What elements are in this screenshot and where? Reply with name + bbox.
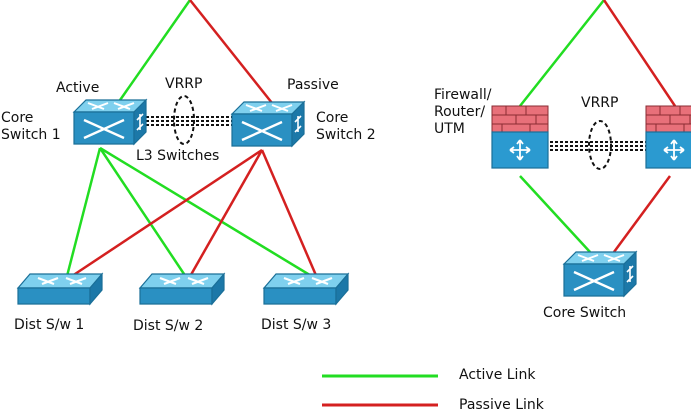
core-switch-2-label: Core Switch 2: [316, 110, 376, 143]
link-active-c1-d3: [99, 146, 319, 282]
link-passive-c2-d2: [186, 149, 264, 281]
switch-icon: [72, 98, 148, 146]
switch-icon: [16, 272, 104, 306]
switch-icon: [230, 100, 306, 148]
dist-switch-1-label: Dist S/w 1: [14, 317, 85, 333]
core-switch-label: Core Switch: [543, 305, 627, 321]
link-passive-c2-d3: [260, 149, 320, 281]
dist-switch-3-label: Dist S/w 3: [261, 317, 332, 333]
vrrp-label-right: VRRP: [581, 95, 619, 111]
passive-label: Passive: [287, 77, 339, 93]
firewall-router-icon: [645, 105, 691, 169]
vrrp-ellipse-left: [173, 95, 195, 145]
link-passive-fw-core: [612, 175, 672, 253]
link-passive-c2-d1: [65, 148, 263, 282]
dist-switch-2-label: Dist S/w 2: [133, 318, 204, 334]
link-active-c1-d1: [64, 147, 102, 281]
firewall-router-utm-label: Firewall/ Router/ UTM: [434, 87, 492, 137]
link-active-c1-d2: [98, 147, 190, 281]
active-label: Active: [56, 80, 100, 96]
switch-icon: [562, 250, 638, 298]
link-passive-top-right: [602, 0, 677, 107]
firewall-router-icon: [491, 105, 549, 169]
legend-passive-label: Passive Link: [459, 397, 544, 413]
core-switch-1-label: Core Switch 1: [1, 110, 61, 143]
switch-icon: [262, 272, 350, 306]
link-passive-uplink: [189, 0, 273, 104]
l3-switches-label: L3 Switches: [136, 148, 220, 164]
legend-active-label: Active Link: [459, 367, 536, 383]
vrrp-ellipse-right: [588, 120, 612, 170]
switch-icon: [138, 272, 226, 306]
vrrp-label-left: VRRP: [165, 76, 203, 92]
link-active-uplink: [116, 0, 192, 104]
link-active-fw-core: [519, 175, 591, 253]
link-active-top-right: [519, 0, 605, 107]
